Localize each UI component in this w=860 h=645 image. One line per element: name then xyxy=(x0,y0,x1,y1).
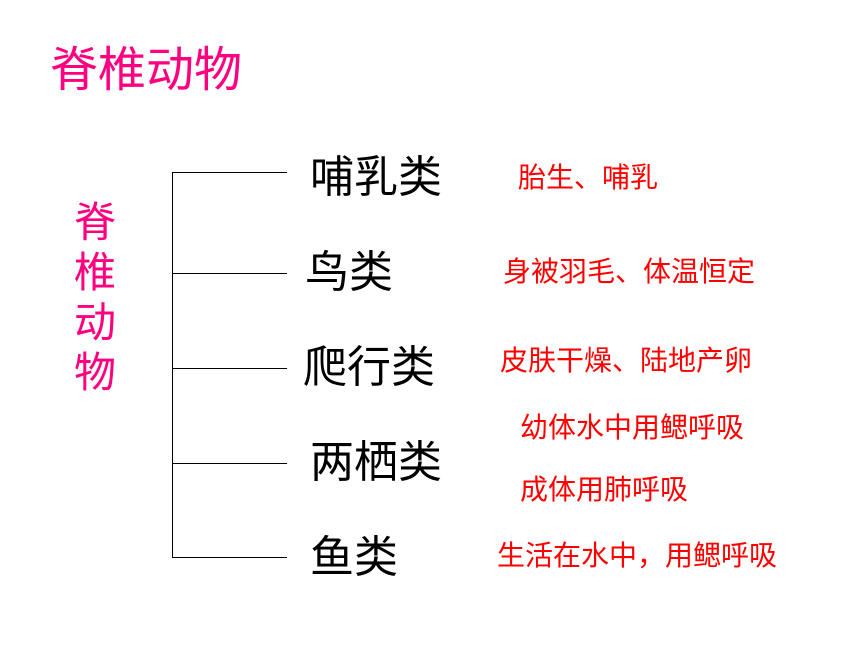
description-amphibians-larva: 幼体水中用鳃呼吸 xyxy=(520,411,745,444)
category-amphibians: 两栖类 xyxy=(310,437,442,488)
category-reptiles: 爬行类 xyxy=(303,342,435,393)
category-birds: 鸟类 xyxy=(305,247,393,298)
branch-line-amphibians xyxy=(172,463,287,464)
description-mammals: 胎生、哺乳 xyxy=(518,161,659,194)
vertical-group-label: 脊椎动物 xyxy=(73,198,116,397)
slide-title: 脊椎动物 xyxy=(50,42,243,98)
branch-line-fish xyxy=(172,557,287,558)
description-amphibians-adult: 成体用肺呼吸 xyxy=(520,473,689,506)
description-birds: 身被羽毛、体温恒定 xyxy=(503,255,756,288)
bracket-vertical-line xyxy=(172,172,173,558)
branch-line-reptiles xyxy=(172,368,287,369)
category-mammals: 哺乳类 xyxy=(310,152,442,203)
description-fish: 生活在水中，用鳃呼吸 xyxy=(497,539,778,572)
branch-line-birds xyxy=(172,273,287,274)
description-reptiles: 皮肤干燥、陆地产卵 xyxy=(500,344,753,377)
branch-line-mammals xyxy=(172,172,287,173)
category-fish: 鱼类 xyxy=(310,532,398,583)
